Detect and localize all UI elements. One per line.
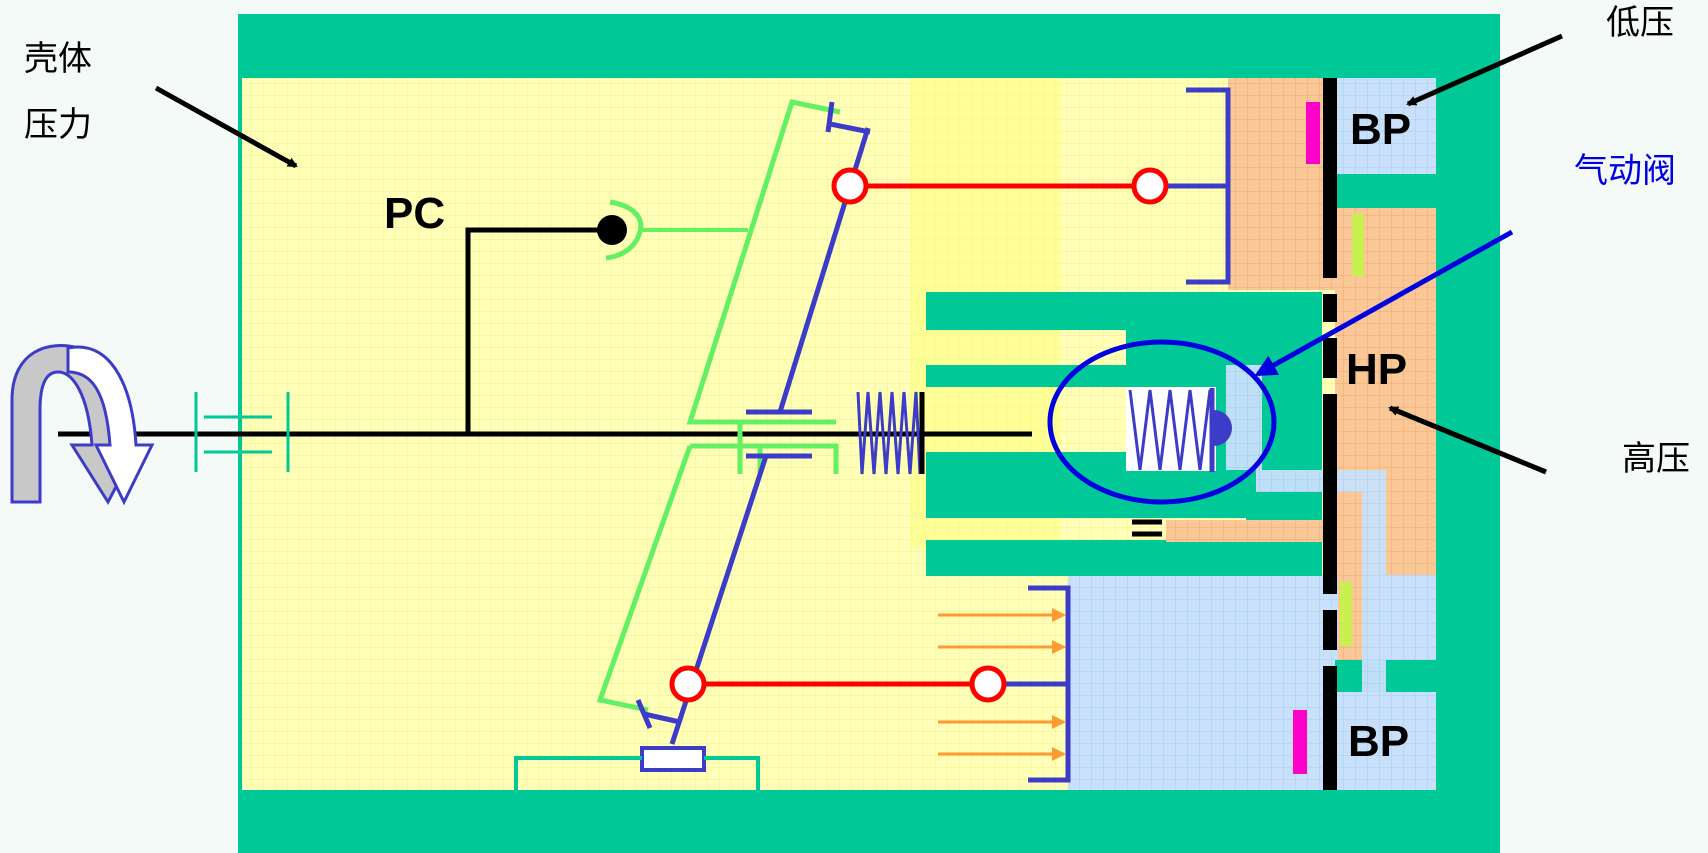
reed-valve-bottom	[1293, 710, 1307, 774]
low-pressure-arrow	[1406, 33, 1564, 107]
cylinder-block-bore-upper	[926, 365, 1126, 387]
shaft-bearing	[194, 392, 290, 472]
high-pressure-arrow	[1388, 405, 1547, 475]
discharge-reed-bottom	[1340, 582, 1352, 646]
pneumatic-valve-callout	[1047, 339, 1277, 505]
reed-valve-top	[1306, 102, 1320, 164]
discharge-reed-top	[1352, 214, 1364, 276]
slide-block	[640, 746, 706, 772]
pc-pivot-icon	[597, 215, 627, 245]
valve-passage	[1226, 365, 1386, 692]
lower-rod-joint-right	[969, 665, 1007, 703]
rotation-arrow-front	[66, 345, 155, 506]
hp-label: HP	[1346, 345, 1407, 394]
upper-rod-joint-right	[1131, 167, 1169, 205]
bp-top-zone	[1335, 78, 1436, 174]
valve-spring	[1128, 389, 1212, 471]
pc-label: PC	[384, 189, 445, 238]
housing-top-wall	[238, 14, 1500, 78]
housing-bottom-wall	[238, 790, 1500, 853]
bp-top-label: BP	[1350, 105, 1411, 154]
hp-passage-lower	[1166, 520, 1336, 542]
upper-link-cross	[829, 121, 871, 135]
bp-bottom-label: BP	[1348, 717, 1409, 766]
separator-top	[1335, 174, 1436, 208]
valve-ball-icon	[1214, 410, 1232, 446]
cylinder-block-lower	[926, 540, 1322, 576]
pc-control-line	[465, 227, 612, 434]
housing-pressure-arrow	[154, 85, 298, 169]
cylinder-block-upper	[926, 292, 1322, 330]
lower-rod-joint-left	[669, 665, 707, 703]
low-pressure-label: 低压	[1606, 3, 1674, 43]
stop-marks	[1132, 519, 1162, 537]
suction-flow-arrows	[938, 608, 1066, 761]
shaft-spring	[856, 391, 922, 475]
lower-link-cross	[643, 711, 681, 725]
housing-pressure-label-line1: 壳体	[24, 39, 92, 79]
high-pressure-label: 高压	[1622, 439, 1690, 479]
swashplate-upper	[686, 99, 841, 425]
pneumatic-valve-label: 气动阀	[1574, 151, 1676, 191]
pneumatic-valve-arrow	[1254, 229, 1514, 377]
upper-rod-joint-left	[831, 167, 869, 205]
slide-rail	[514, 756, 760, 790]
upper-link-cap	[825, 101, 835, 133]
bp-bottom-zone	[1335, 692, 1436, 790]
housing-pressure-label-line2: 压力	[24, 105, 92, 145]
